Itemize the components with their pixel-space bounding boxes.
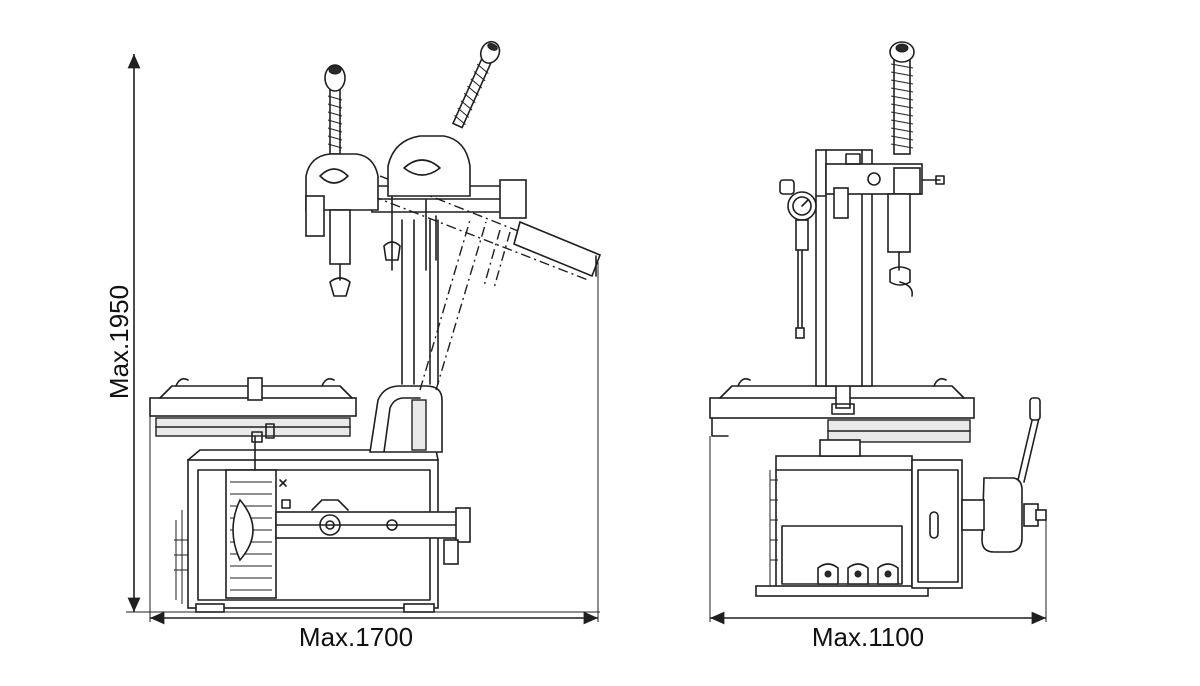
front-width-dimension-label: Max.1100 bbox=[812, 622, 924, 652]
front-view-machine bbox=[709, 41, 1047, 597]
front-bead-breaker bbox=[961, 397, 1047, 553]
front-turntable bbox=[709, 377, 975, 457]
side-width-dimension-label: Max.1700 bbox=[299, 622, 413, 652]
side-wheel bbox=[225, 469, 277, 599]
front-mount-head bbox=[887, 41, 915, 297]
side-view-machine bbox=[149, 40, 602, 613]
foot-pedals bbox=[817, 563, 899, 585]
pressure-gauge bbox=[779, 179, 827, 339]
height-dimension-label: Max.1950 bbox=[104, 285, 134, 399]
side-mount-head-left bbox=[305, 64, 379, 297]
side-turntable bbox=[149, 377, 357, 471]
side-mount-head-right bbox=[383, 40, 501, 271]
